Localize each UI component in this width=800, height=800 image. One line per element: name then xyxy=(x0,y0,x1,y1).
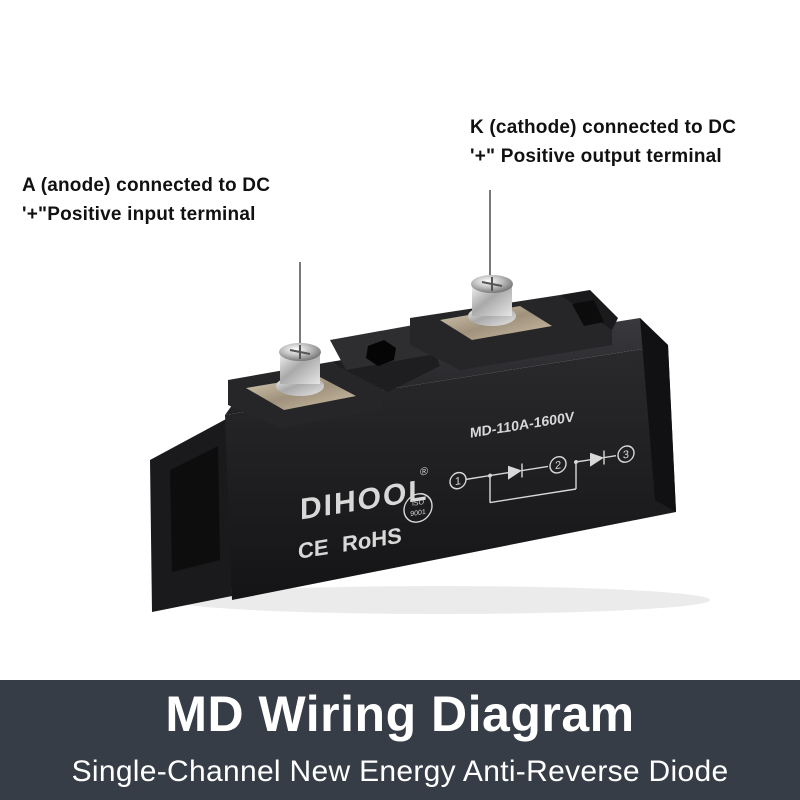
title-banner xyxy=(0,680,800,800)
pin3-circle xyxy=(617,445,635,463)
anode-callout-line2: '+"Positive input terminal xyxy=(22,204,256,225)
pin1-label: 1 xyxy=(455,475,461,488)
iso-seal-icon xyxy=(403,493,433,523)
diode-schematic xyxy=(449,445,635,504)
banner-title: MD Wiring Diagram xyxy=(165,686,635,742)
anode-callout-line1: A (anode) connected to DC xyxy=(22,175,271,196)
ce-mark: CE xyxy=(298,534,329,564)
cathode-callout-line2: '+" Positive output terminal xyxy=(470,146,722,167)
hex-socket xyxy=(366,340,396,366)
pin3-label: 3 xyxy=(623,449,629,462)
pin2-label: 2 xyxy=(555,459,561,472)
iso-seal-top: ISO xyxy=(412,499,425,508)
cathode-callout-line1: K (cathode) connected to DC xyxy=(470,117,737,138)
diode-symbol-1 xyxy=(508,465,522,480)
diode-module-illustration: DIHOOL ® CE RoHS ISO 9001 MD-110A-1600V xyxy=(150,190,710,614)
iso-seal-number: 9001 xyxy=(410,509,426,518)
pin2-circle xyxy=(549,456,567,474)
diode-symbol-2 xyxy=(590,452,604,467)
registered-mark: ® xyxy=(420,465,428,478)
anode-callout: A (anode) connected to DC '+"Positive in… xyxy=(22,171,270,229)
cathode-callout: K (cathode) connected to DC '+" Positive… xyxy=(470,113,736,171)
banner-subtitle: Single-Channel New Energy Anti-Reverse D… xyxy=(71,755,729,788)
